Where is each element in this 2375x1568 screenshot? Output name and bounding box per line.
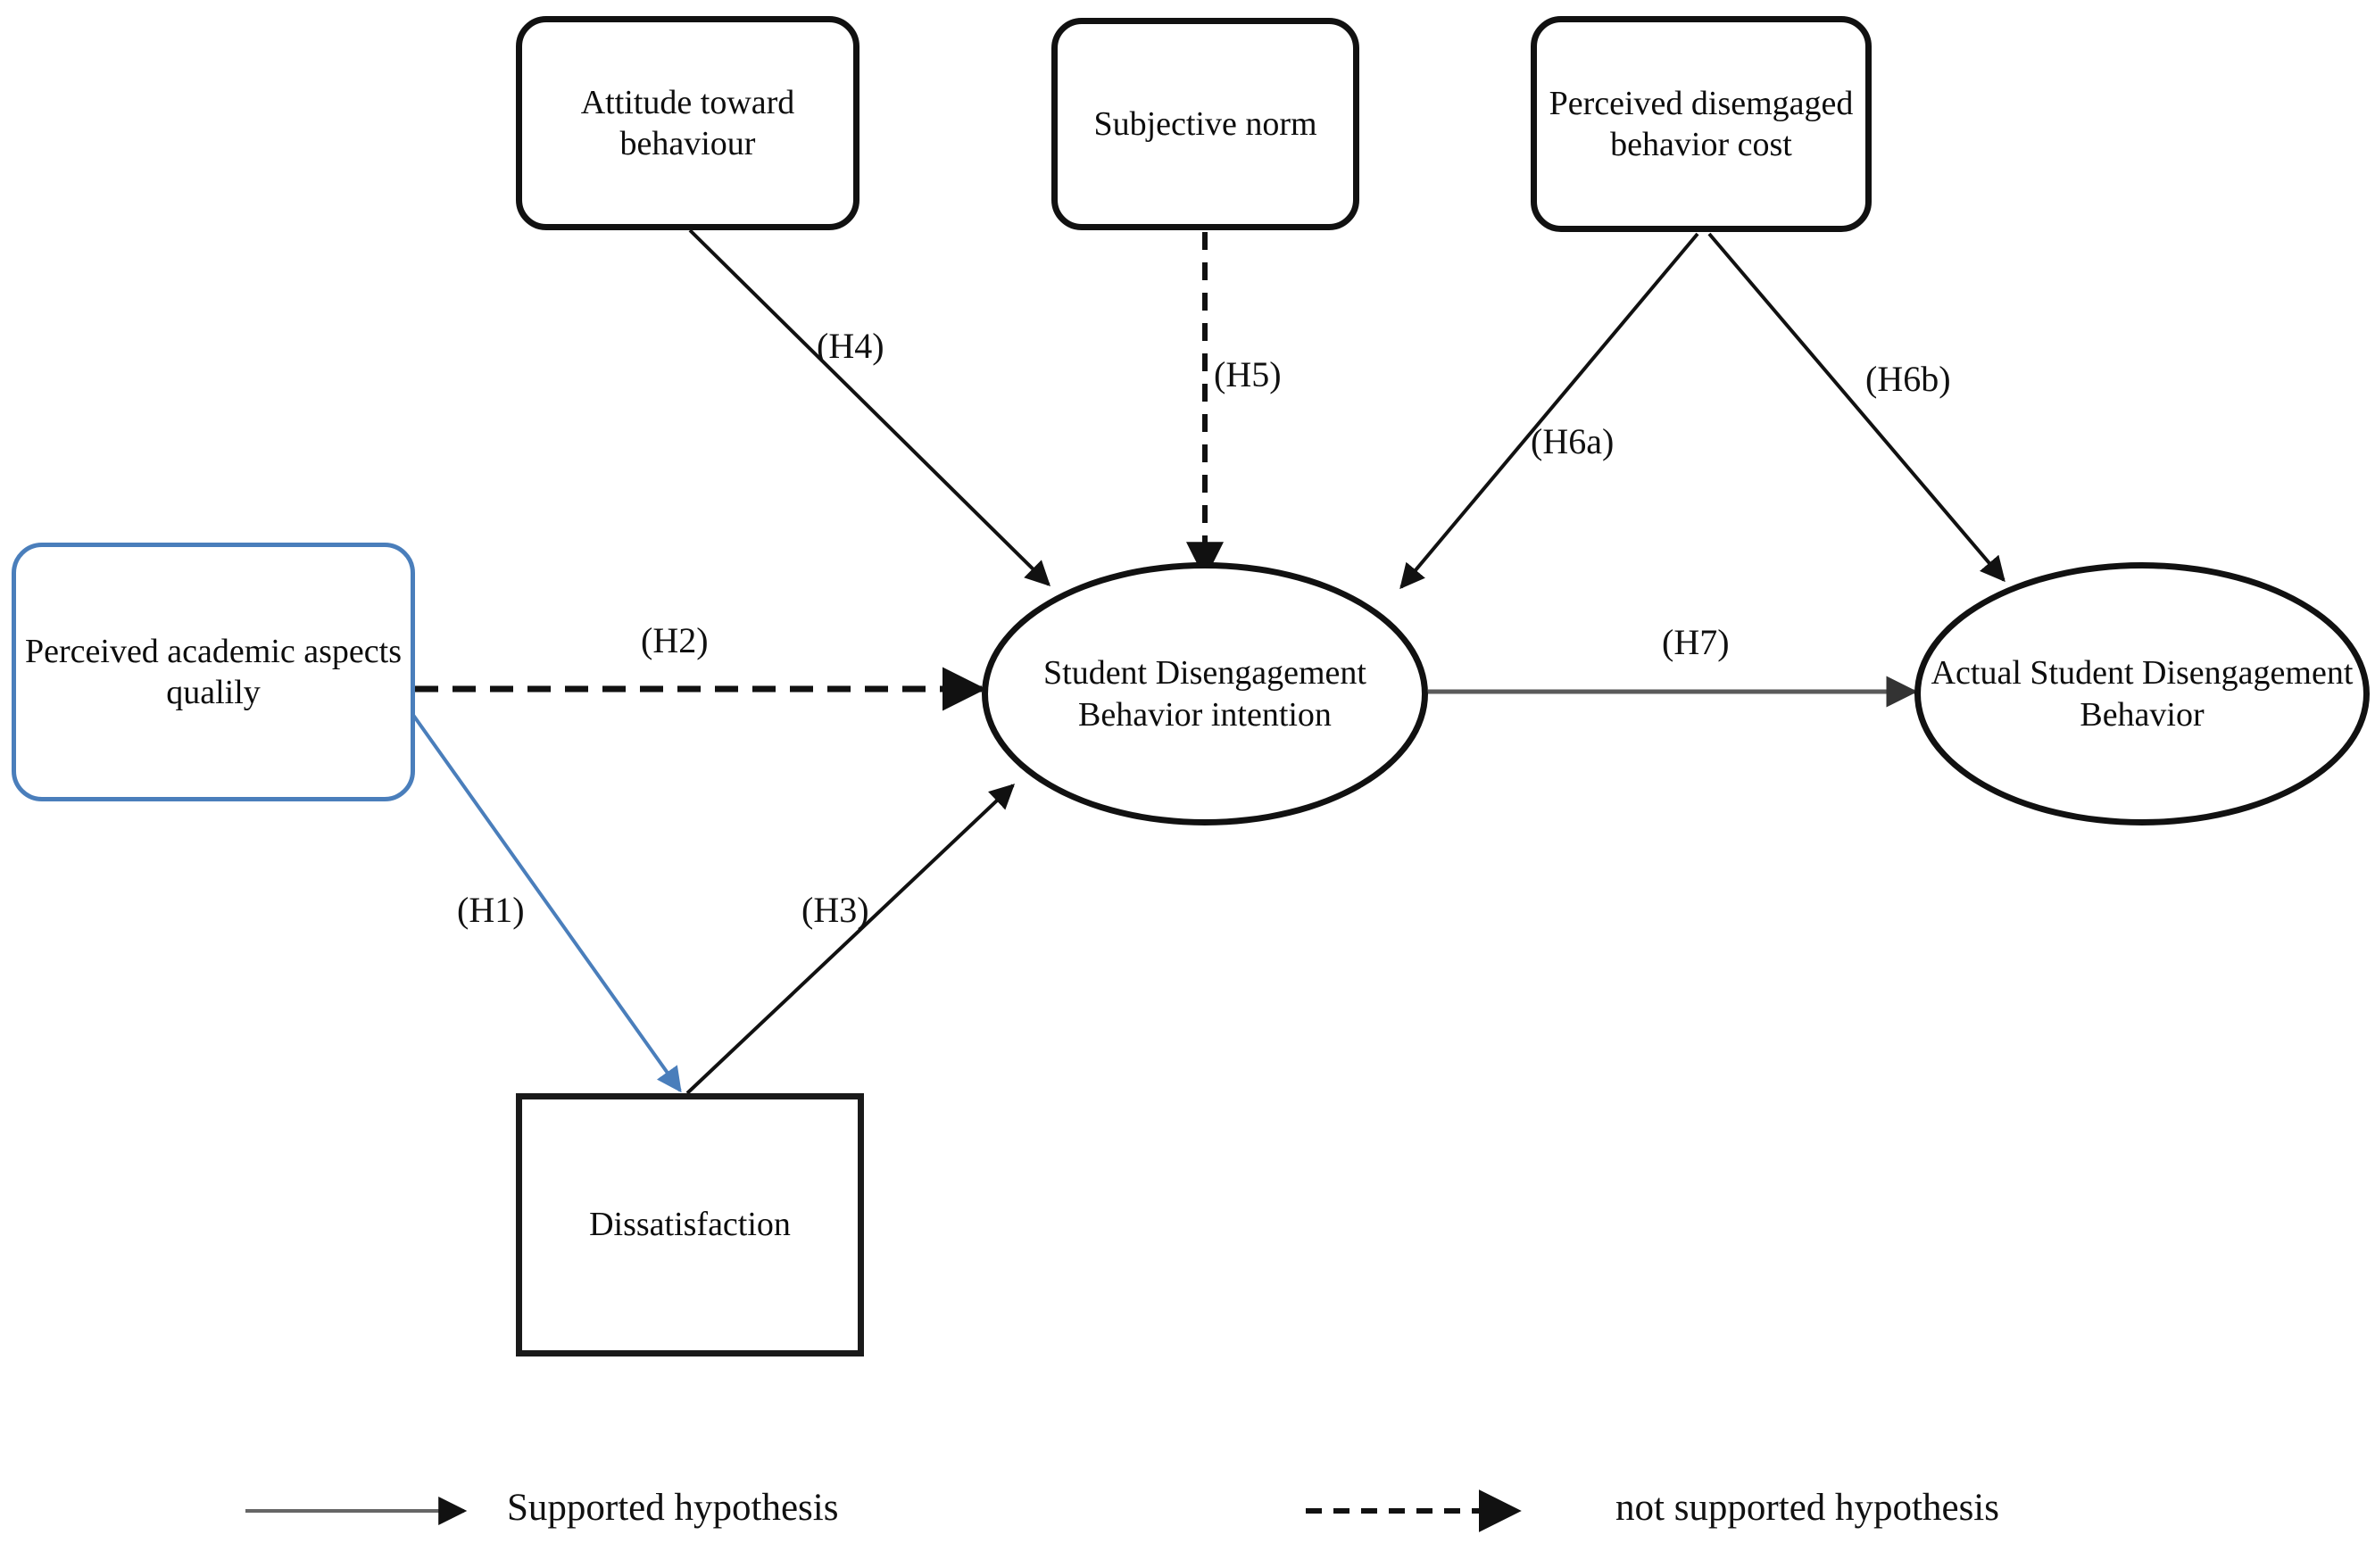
edge-h1 — [404, 703, 682, 1093]
edge-label-h3: (H3) — [801, 890, 869, 930]
edge-label-h1: (H1) — [457, 890, 525, 930]
node-label-dissatisfaction: Dissatisfaction — [589, 1206, 791, 1244]
node-subjective-norm[interactable]: Subjective norm — [1051, 18, 1359, 230]
legend-not-supported-label: not supported hypothesis — [1615, 1487, 1999, 1529]
edge-h4 — [688, 228, 1050, 586]
node-actual-student-disengagement-behavior[interactable]: Actual Student Disengagement Behavior — [1914, 562, 2370, 825]
edge-label-h2: (H2) — [641, 620, 709, 660]
node-attitude-toward-behaviour[interactable]: Attitude toward behaviour — [516, 16, 859, 230]
node-dissatisfaction[interactable]: Dissatisfaction — [516, 1093, 864, 1356]
node-perceived-academic-aspects-qualily[interactable]: Perceived academic aspects qualily — [12, 543, 415, 801]
node-label-actual: Actual Student Disengagement Behavior — [1931, 654, 2354, 734]
edge-label-h6b: (H6b) — [1865, 359, 1951, 399]
node-perceived-disemgaged-behavior-cost[interactable]: Perceived disemgaged behavior cost — [1531, 16, 1872, 232]
edge-label-h6a: (H6a) — [1531, 421, 1615, 461]
node-label-subjective-norm: Subjective norm — [1093, 104, 1317, 143]
edge-h6b — [1707, 232, 2005, 583]
edge-label-h5: (H5) — [1214, 354, 1282, 394]
node-label-intention: Student Disengagement Behavior intention — [1043, 654, 1366, 734]
node-label-perceived-quality: Perceived academic aspects qualily — [25, 632, 402, 711]
legend-supported-label: Supported hypothesis — [507, 1487, 839, 1529]
edge-label-h4: (H4) — [817, 326, 884, 366]
node-label-perceived-cost: Perceived disemgaged behavior cost — [1549, 84, 1854, 163]
node-student-disengagement-behavior-intention[interactable]: Student Disengagement Behavior intention — [982, 562, 1428, 825]
node-label-attitude: Attitude toward behaviour — [580, 83, 795, 162]
edge-h6a — [1399, 232, 1699, 590]
edge-label-h7: (H7) — [1662, 622, 1730, 662]
edge-h3 — [685, 784, 1016, 1095]
